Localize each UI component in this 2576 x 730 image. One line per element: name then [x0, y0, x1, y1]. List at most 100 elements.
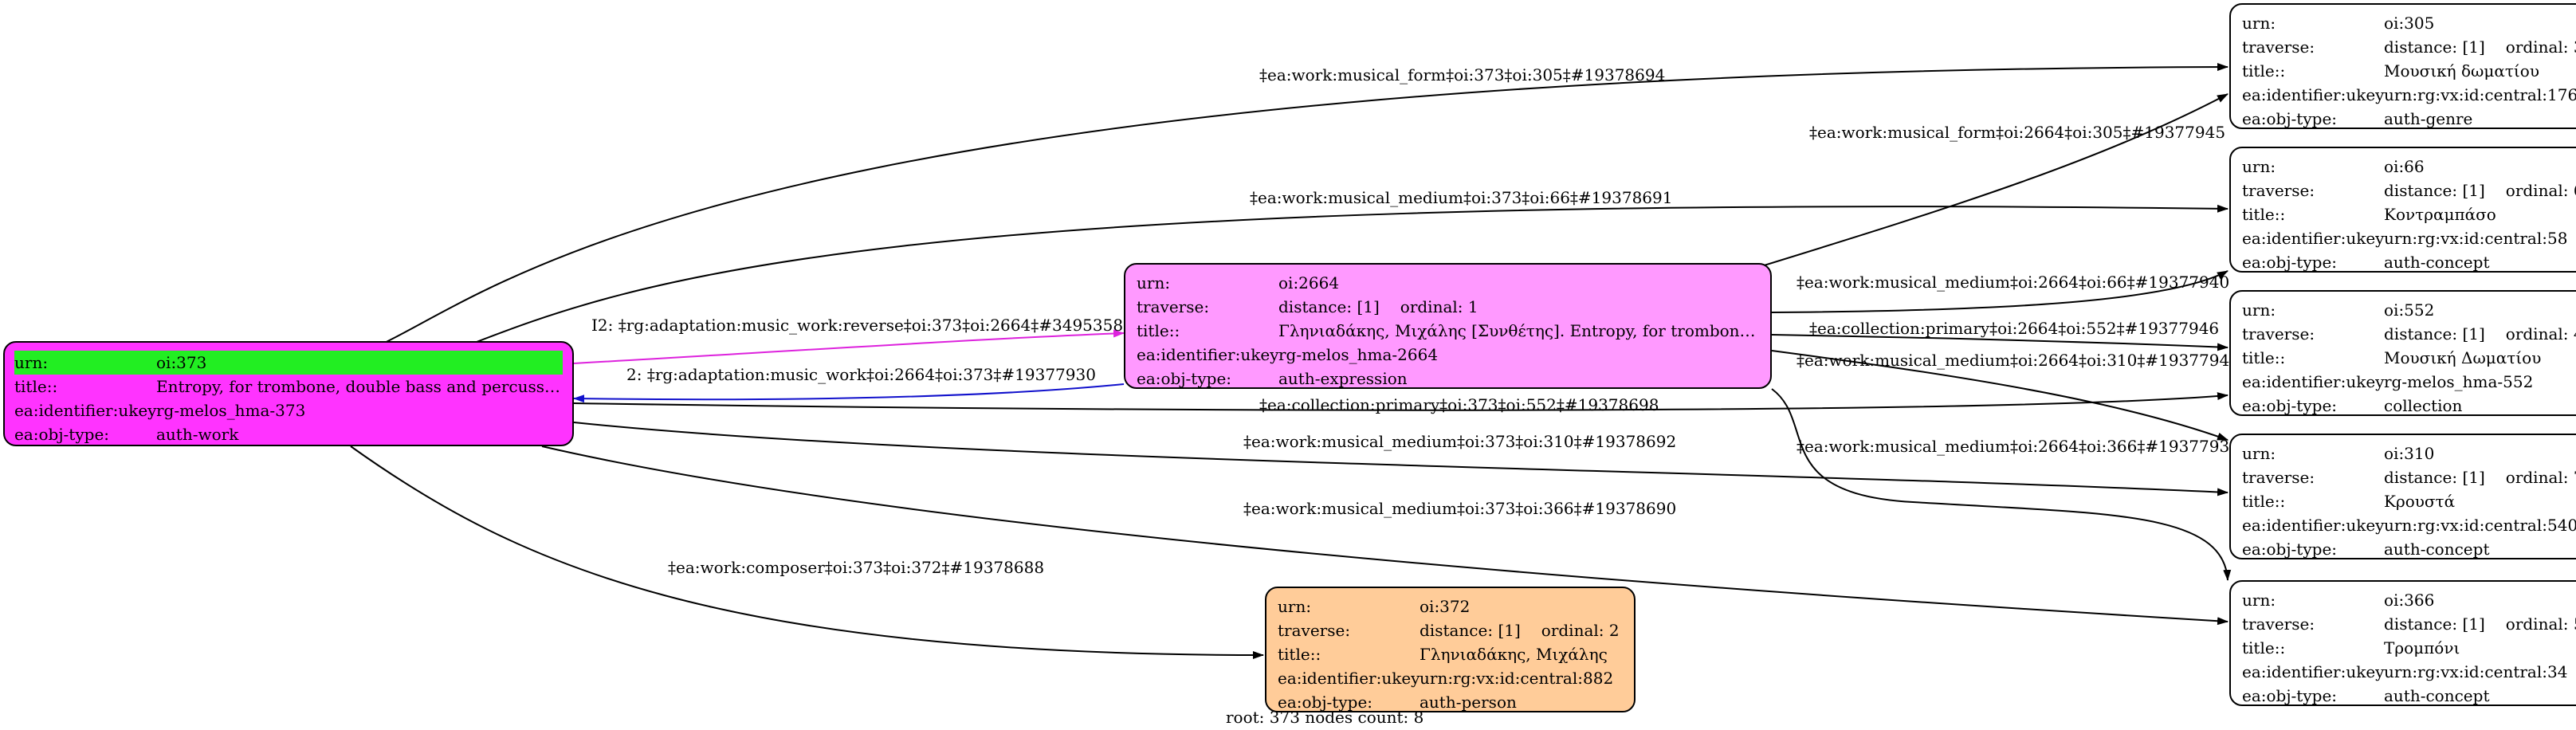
edge-373-366 — [541, 445, 2228, 626]
edge-label: ‡ea:collection:primary‡oi:373‡oi:552‡#19… — [1259, 395, 1659, 414]
node-row-urn: urn: oi:372 — [1278, 595, 1623, 618]
node-row-traverse: traverse: distance: [1] ordinal: 6 — [2242, 179, 2576, 202]
type-label: ea:obj-type: — [2242, 253, 2338, 272]
node-oi-2664[interactable]: urn: oi:2664 traverse: distance: [1] ord… — [1124, 263, 1772, 389]
node-row-ukey: ea:identifier:ukey rg-melos_hma-552 — [2242, 370, 2576, 394]
node-row-ukey: ea:identifier:ukey rg-melos_hma-2664 — [1137, 343, 1759, 367]
urn-label: urn: — [2242, 444, 2276, 463]
node-oi-373[interactable]: urn: oi:373 title:: Entropy, for trombon… — [3, 341, 574, 446]
urn-label: urn: — [2242, 300, 2276, 320]
node-row-urn: urn: oi:552 — [2242, 298, 2576, 322]
urn-label: urn: — [2242, 14, 2276, 33]
type-value: auth-work — [156, 425, 239, 444]
traverse-label: traverse: — [1137, 297, 1210, 316]
node-oi-310[interactable]: urn: oi:310 traverse: distance: [1] ordi… — [2229, 434, 2576, 559]
title-value: Γληνιαδάκης, Μιχάλης — [1420, 645, 1608, 664]
node-row-ukey: ea:identifier:ukey rg-melos_hma-373 — [14, 398, 563, 422]
node-row-title: title:: Γληνιαδάκης, Μιχάλης [Συνθέτης].… — [1137, 319, 1759, 343]
edge-label: ‡ea:work:musical_medium‡oi:373‡oi:366‡#1… — [1243, 499, 1677, 518]
node-row-type: ea:obj-type: collection — [2242, 394, 2576, 418]
node-oi-305[interactable]: urn: oi:305 traverse: distance: [1] ordi… — [2229, 3, 2576, 129]
urn-value: oi:2664 — [1278, 273, 1340, 292]
edge-373-2664-reverse — [573, 329, 1125, 364]
traverse-label: traverse: — [2242, 181, 2315, 200]
ordinal-value: ordinal: 2 — [1541, 621, 1620, 640]
title-label: title:: — [2242, 638, 2286, 657]
node-row-urn: urn: oi:310 — [2242, 442, 2576, 465]
node-row-ukey: ea:identifier:ukey urn:rg:vx:id:central:… — [1278, 666, 1623, 690]
node-row-traverse: traverse: distance: [1] ordinal: 1 — [1137, 295, 1759, 319]
edge-label: ‡ea:work:musical_medium‡oi:2664‡oi:366‡#… — [1797, 437, 2240, 456]
node-oi-366[interactable]: urn: oi:366 traverse: distance: [1] ordi… — [2229, 580, 2576, 706]
edge-373-552 — [573, 392, 2228, 411]
node-row-urn: urn: oi:2664 — [1137, 271, 1759, 295]
node-row-ukey: ea:identifier:ukey urn:rg:vx:id:central:… — [2242, 660, 2576, 684]
node-row-urn: urn: oi:305 — [2242, 11, 2576, 35]
ukey-label: ea:identifier:ukey — [2242, 85, 2385, 104]
distance-value: distance: [1] — [2384, 468, 2485, 487]
node-row-title: title:: Γληνιαδάκης, Μιχάλης — [1278, 642, 1623, 666]
ukey-label: ea:identifier:ukey — [2242, 372, 2385, 391]
node-row-type: ea:obj-type: auth-person — [1278, 690, 1623, 714]
edge-2664-366 — [1771, 388, 2232, 581]
ukey-value: rg-melos_hma-2664 — [1278, 345, 1439, 364]
node-row-type: ea:obj-type: auth-concept — [2242, 537, 2576, 561]
node-oi-66[interactable]: urn: oi:66 traverse: distance: [1] ordin… — [2229, 147, 2576, 273]
ordinal-value: ordinal: 3 — [2505, 37, 2576, 57]
edge-2664-66 — [1771, 270, 2228, 313]
node-row-traverse: traverse: distance: [1] ordinal: 2 — [1278, 618, 1623, 642]
edge-label: ‡ea:work:composer‡oi:373‡oi:372‡#1937868… — [668, 558, 1045, 577]
distance-value: distance: [1] — [2384, 37, 2485, 57]
urn-label: urn: — [2242, 591, 2276, 610]
title-label: title:: — [2242, 61, 2286, 80]
title-value: Κοντραμπάσο — [2384, 205, 2496, 224]
edge-373-310 — [573, 422, 2228, 496]
node-row-type: ea:obj-type: auth-work — [14, 422, 563, 446]
ukey-label: ea:identifier:ukey — [1278, 669, 1420, 688]
ordinal-value: ordinal: 7 — [2505, 468, 2576, 487]
ukey-value: rg-melos_hma-552 — [2384, 372, 2534, 391]
urn-label: urn: — [2242, 157, 2276, 176]
node-row-traverse: traverse: distance: [1] ordinal: 4 — [2242, 322, 2576, 346]
type-label: ea:obj-type: — [2242, 109, 2338, 128]
type-value: auth-concept — [2384, 253, 2490, 272]
title-value: Γληνιαδάκης, Μιχάλης [Συνθέτης]. Entropy… — [1278, 321, 1759, 340]
distance-value: distance: [1] — [1278, 297, 1380, 316]
ordinal-value: ordinal: 1 — [1400, 297, 1478, 316]
edge-2664-552 — [1771, 334, 2228, 351]
node-row-title: title:: Κρουστά — [2242, 489, 2576, 513]
node-oi-372[interactable]: urn: oi:372 traverse: distance: [1] ordi… — [1265, 587, 1636, 712]
ukey-value: urn:rg:vx:id:central:882 — [1420, 669, 1614, 688]
edge-label: ‡ea:work:musical_medium‡oi:373‡oi:66‡#19… — [1250, 188, 1673, 207]
ukey-value: urn:rg:vx:id:central:540 — [2384, 516, 2576, 535]
edge-label: ‡ea:work:musical_medium‡oi:2664‡oi:66‡#1… — [1797, 273, 2230, 292]
ukey-label: ea:identifier:ukey — [14, 401, 157, 420]
node-row-type: ea:obj-type: auth-concept — [2242, 684, 2576, 708]
edge-label: ‡ea:work:musical_form‡oi:2664‡oi:305‡#19… — [1809, 123, 2226, 142]
distance-value: distance: [1] — [1420, 621, 1521, 640]
ordinal-value: ordinal: 5 — [2505, 614, 2576, 634]
urn-label: urn: — [14, 353, 49, 372]
edge-label: 2: ‡rg:adaptation:music_work‡oi:2664‡oi:… — [626, 365, 1096, 384]
ukey-label: ea:identifier:ukey — [2242, 662, 2385, 681]
ukey-label: ea:identifier:ukey — [1137, 345, 1279, 364]
node-row-title: title:: Μουσική Δωματίου — [2242, 346, 2576, 370]
node-row-title: title:: Entropy, for trombone, double ba… — [14, 375, 563, 398]
ordinal-value: ordinal: 6 — [2505, 181, 2576, 200]
title-label: title:: — [2242, 492, 2286, 511]
edge-label: ‡ea:work:musical_medium‡oi:373‡oi:310‡#1… — [1243, 432, 1677, 451]
type-value: collection — [2384, 396, 2463, 415]
distance-value: distance: [1] — [2384, 614, 2485, 634]
edge-373-305 — [374, 63, 2228, 348]
urn-value: oi:305 — [2384, 14, 2435, 33]
node-row-ukey: ea:identifier:ukey urn:rg:vx:id:central:… — [2242, 83, 2576, 107]
node-row-type: ea:obj-type: auth-genre — [2242, 107, 2576, 131]
node-row-urn: urn: oi:373 — [14, 351, 563, 375]
type-value: auth-concept — [2384, 686, 2490, 705]
traverse-label: traverse: — [2242, 37, 2315, 57]
node-oi-552[interactable]: urn: oi:552 traverse: distance: [1] ordi… — [2229, 290, 2576, 416]
urn-label: urn: — [1278, 597, 1312, 616]
node-row-type: ea:obj-type: auth-expression — [1137, 367, 1759, 391]
distance-value: distance: [1] — [2384, 181, 2485, 200]
